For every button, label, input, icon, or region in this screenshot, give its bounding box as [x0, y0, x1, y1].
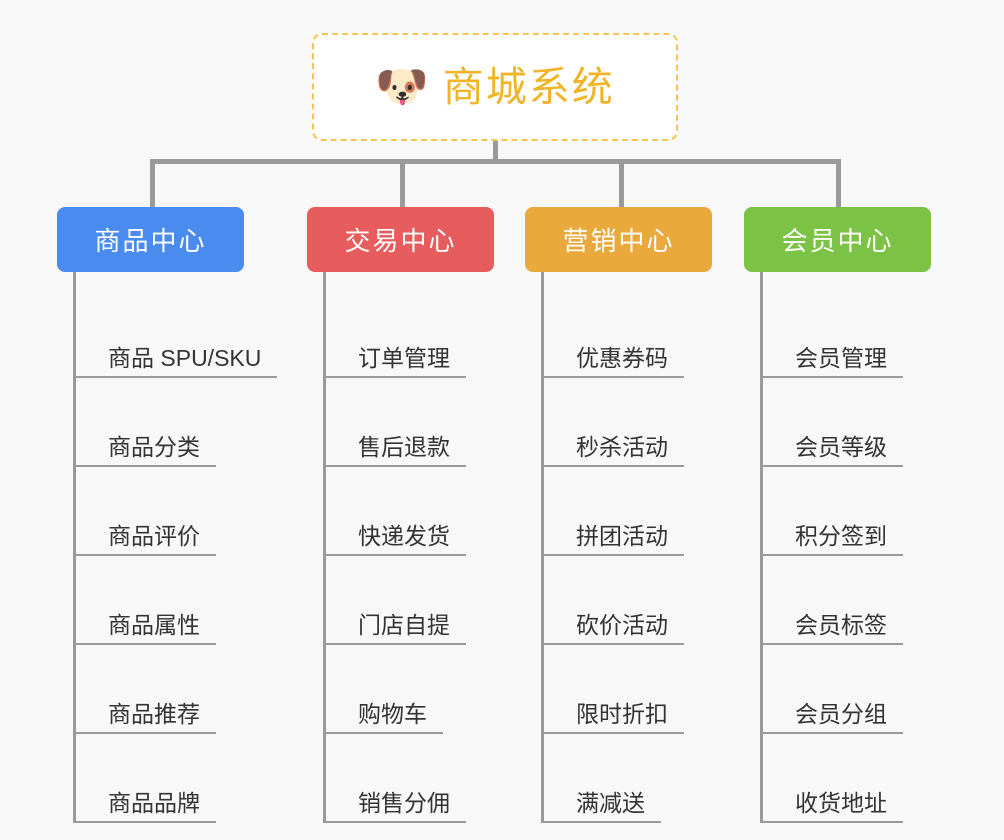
- group-header-1[interactable]: 商品中心: [57, 207, 244, 272]
- group-header-label-2: 交易中心: [344, 226, 457, 256]
- list-item[interactable]: 销售分佣: [326, 734, 494, 823]
- list-item[interactable]: 购物车: [326, 645, 494, 734]
- leaf-label: 门店自提: [358, 611, 450, 638]
- leaf-label: 会员等级: [795, 433, 887, 460]
- leaf-underline: [76, 732, 216, 734]
- leaf-underline: [763, 732, 903, 734]
- leaf-underline: [326, 465, 466, 467]
- leaf-underline: [76, 821, 216, 823]
- leaf-label: 限时折扣: [576, 700, 668, 727]
- list-item[interactable]: 会员等级: [763, 378, 931, 467]
- leaf-label: 购物车: [358, 700, 427, 727]
- leaf-label: 商品推荐: [108, 700, 200, 727]
- list-item[interactable]: 商品 SPU/SKU: [76, 289, 277, 378]
- list-item[interactable]: 商品推荐: [76, 645, 261, 734]
- leaf-label: 会员分组: [795, 700, 887, 727]
- group-header-label-3: 营销中心: [562, 226, 675, 256]
- leaf-label: 商品属性: [108, 611, 200, 638]
- leaf-underline: [76, 554, 216, 556]
- list-item[interactable]: 优惠券码: [544, 289, 712, 378]
- leaf-label: 优惠券码: [576, 344, 668, 371]
- list-item[interactable]: 快递发货: [326, 467, 494, 556]
- leaf-label: 砍价活动: [576, 611, 668, 638]
- leaf-underline: [326, 554, 466, 556]
- root-title: 商城系统: [442, 63, 615, 110]
- list-item[interactable]: 商品属性: [76, 556, 261, 645]
- list-item[interactable]: 满减送: [544, 734, 712, 823]
- list-item[interactable]: 商品品牌: [76, 734, 261, 823]
- leaf-label: 拼团活动: [576, 522, 668, 549]
- leaf-label: 商品分类: [108, 433, 200, 460]
- leaf-label: 商品品牌: [108, 789, 200, 816]
- connector-drop-4: [836, 159, 841, 209]
- leaf-underline: [76, 643, 216, 645]
- leaf-label: 商品评价: [108, 522, 200, 549]
- leaf-underline: [763, 643, 903, 645]
- leaf-label: 售后退款: [358, 433, 450, 460]
- leaf-underline: [763, 821, 903, 823]
- group-column-2: 交易中心 订单管理 售后退款 快递发货 门店自提 购物车: [307, 207, 494, 823]
- list-item[interactable]: 积分签到: [763, 467, 931, 556]
- list-item[interactable]: 拼团活动: [544, 467, 712, 556]
- leaf-underline: [544, 643, 684, 645]
- list-item[interactable]: 秒杀活动: [544, 378, 712, 467]
- leaf-label: 积分签到: [795, 522, 887, 549]
- leaf-label: 销售分佣: [358, 789, 450, 816]
- connector-drop-3: [619, 159, 624, 209]
- list-item[interactable]: 会员管理: [763, 289, 931, 378]
- list-item[interactable]: 订单管理: [326, 289, 494, 378]
- leaf-underline: [544, 465, 684, 467]
- leaf-label: 订单管理: [358, 344, 450, 371]
- leaf-underline: [76, 376, 277, 378]
- leaf-label: 会员标签: [795, 611, 887, 638]
- leaf-underline: [326, 643, 466, 645]
- leaf-underline: [326, 376, 466, 378]
- leaf-underline: [326, 732, 443, 734]
- group-column-1: 商品中心 商品 SPU/SKU 商品分类 商品评价 商品属性 商品推荐: [57, 207, 277, 823]
- group-header-4[interactable]: 会员中心: [744, 207, 931, 272]
- leaf-list-1: 商品 SPU/SKU 商品分类 商品评价 商品属性 商品推荐 商品品牌: [73, 272, 277, 823]
- leaf-underline: [763, 554, 903, 556]
- leaf-label: 快递发货: [358, 522, 450, 549]
- leaf-underline: [763, 465, 903, 467]
- list-item[interactable]: 会员分组: [763, 645, 931, 734]
- list-item[interactable]: 会员标签: [763, 556, 931, 645]
- leaf-underline: [326, 821, 466, 823]
- leaf-underline: [544, 554, 684, 556]
- group-column-4: 会员中心 会员管理 会员等级 积分签到 会员标签 会员分组: [744, 207, 931, 823]
- leaf-underline: [544, 821, 661, 823]
- group-header-3[interactable]: 营销中心: [525, 207, 712, 272]
- dog-face-icon: 🐶: [375, 62, 429, 111]
- leaf-label: 商品 SPU/SKU: [108, 344, 262, 371]
- connector-horizontal-bus: [150, 159, 840, 164]
- list-item[interactable]: 商品评价: [76, 467, 261, 556]
- leaf-list-4: 会员管理 会员等级 积分签到 会员标签 会员分组 收货地址: [760, 272, 931, 823]
- list-item[interactable]: 商品分类: [76, 378, 261, 467]
- leaf-label: 满减送: [576, 789, 645, 816]
- leaf-label: 收货地址: [795, 789, 887, 816]
- leaf-underline: [76, 465, 216, 467]
- connector-drop-2: [400, 159, 405, 209]
- connector-drop-1: [150, 159, 155, 209]
- root-node[interactable]: 🐶 商城系统: [312, 33, 678, 141]
- group-header-label-1: 商品中心: [94, 226, 207, 256]
- connector-root-stem: [493, 141, 498, 163]
- leaf-list-2: 订单管理 售后退款 快递发货 门店自提 购物车 销售分佣: [323, 272, 494, 823]
- list-item[interactable]: 收货地址: [763, 734, 931, 823]
- leaf-underline: [544, 376, 684, 378]
- group-column-3: 营销中心 优惠券码 秒杀活动 拼团活动 砍价活动 限时折扣: [525, 207, 712, 823]
- leaf-underline: [763, 376, 903, 378]
- leaf-list-3: 优惠券码 秒杀活动 拼团活动 砍价活动 限时折扣 满减送: [541, 272, 712, 823]
- list-item[interactable]: 限时折扣: [544, 645, 712, 734]
- group-header-2[interactable]: 交易中心: [307, 207, 494, 272]
- group-header-label-4: 会员中心: [781, 226, 894, 256]
- list-item[interactable]: 售后退款: [326, 378, 494, 467]
- leaf-underline: [544, 732, 684, 734]
- leaf-label: 秒杀活动: [576, 433, 668, 460]
- list-item[interactable]: 砍价活动: [544, 556, 712, 645]
- list-item[interactable]: 门店自提: [326, 556, 494, 645]
- leaf-label: 会员管理: [795, 344, 887, 371]
